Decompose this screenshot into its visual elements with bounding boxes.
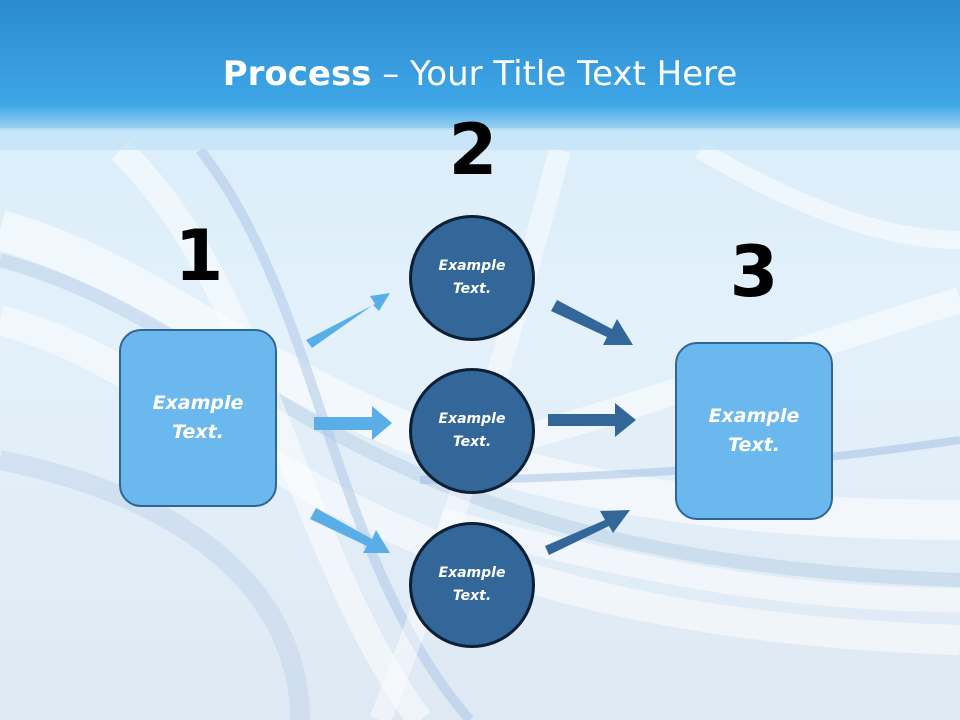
step-1-text: Example Text. (152, 392, 244, 443)
step-number-2: 2 (448, 109, 498, 191)
title-bold: Process (222, 54, 372, 94)
arrow-1-to-bottom (310, 508, 390, 553)
arrow-bottom-to-3 (545, 510, 630, 555)
title-rest: – Your Title Text Here (371, 54, 738, 94)
arrow-1-to-top (306, 293, 390, 348)
step-2-circle-top[interactable]: Example Text. (409, 215, 535, 341)
step-2-circle-bottom[interactable]: Example Text. (409, 522, 535, 648)
circle-bottom-text: Example Text. (438, 565, 506, 604)
step-2-circle-middle[interactable]: Example Text. (409, 368, 535, 494)
page-title: Process – Your Title Text Here (0, 52, 960, 96)
step-number-1: 1 (174, 215, 224, 297)
arrow-middle-to-3 (548, 403, 636, 437)
arrow-1-to-middle (314, 406, 392, 440)
step-number-3: 3 (729, 231, 779, 313)
step-3-text: Example Text. (708, 405, 800, 456)
step-3-box[interactable]: Example Text. (675, 342, 833, 520)
step-1-box[interactable]: Example Text. (119, 329, 277, 507)
circle-middle-text: Example Text. (438, 411, 506, 450)
arrow-top-to-3 (551, 300, 633, 345)
circle-top-text: Example Text. (438, 258, 506, 297)
